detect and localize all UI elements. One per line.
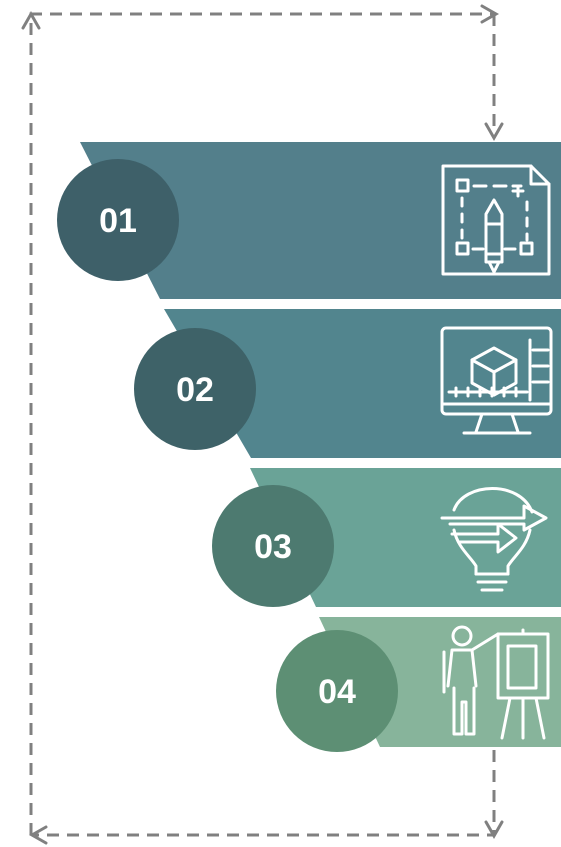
step-number-3: 03 xyxy=(254,528,292,566)
step-band-2 xyxy=(164,309,561,458)
blueprint-pencil-icon xyxy=(441,164,551,276)
arrowhead-left-icon xyxy=(28,825,48,845)
arrowhead-right-icon xyxy=(480,4,500,24)
dashed-arrow-bottom xyxy=(35,750,496,837)
step-band-1 xyxy=(80,142,561,299)
step-circle-2 xyxy=(134,328,256,450)
presenter-board-icon xyxy=(442,625,550,740)
lightbulb-arrows-icon xyxy=(440,487,548,592)
arrowhead-up-icon xyxy=(21,10,41,30)
step-number-1: 01 xyxy=(99,202,137,240)
arrowheads xyxy=(21,4,504,845)
arrowhead-down-bottom-icon xyxy=(484,820,504,840)
arrowhead-down-icon xyxy=(484,122,504,142)
step-circle-1 xyxy=(57,159,179,281)
monitor-cube-icon xyxy=(440,326,553,435)
step-number-4: 04 xyxy=(318,673,356,711)
step-number-2: 02 xyxy=(176,371,214,409)
step-circle-3 xyxy=(212,485,334,607)
step-circle-4 xyxy=(276,630,398,752)
